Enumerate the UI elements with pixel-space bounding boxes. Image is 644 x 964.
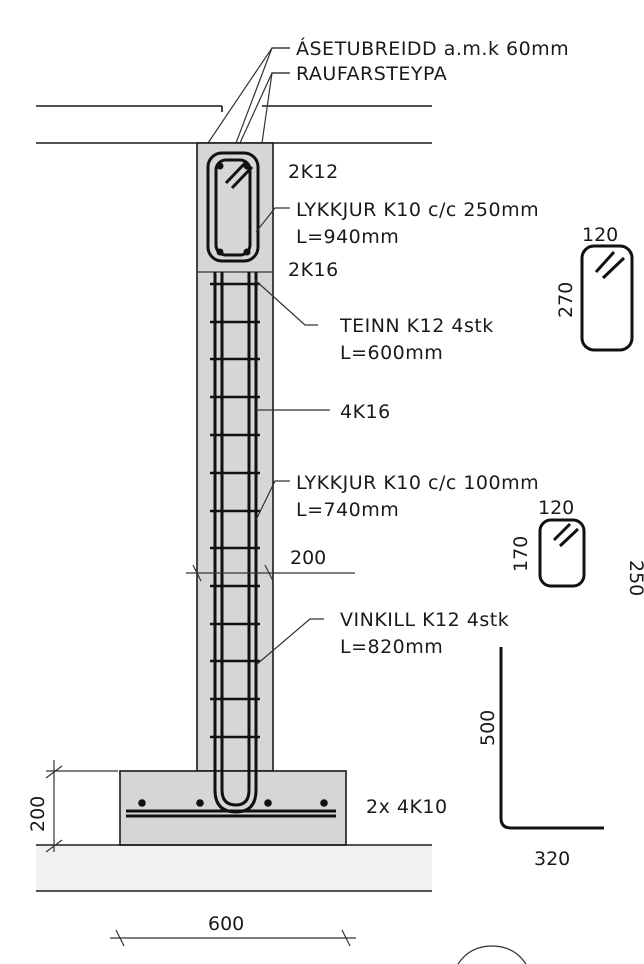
detail-marker	[457, 945, 527, 964]
label-footing-bars: 2x 4K10	[366, 796, 448, 818]
dim-footing-height: 200	[27, 796, 49, 832]
slab	[36, 105, 432, 144]
footing-height-dim	[45, 760, 118, 853]
label-raufarsteypa: RAUFARSTEYPA	[296, 63, 447, 85]
dim-stirrup-mid-h: 170	[510, 536, 532, 572]
top-leaders	[207, 47, 290, 144]
dim-stirrup-top-h: 270	[555, 282, 577, 318]
label-lykkjur-mid-len: L=740mm	[296, 499, 399, 521]
angle-bar-detail	[499, 647, 604, 830]
dim-stirrup-top-w: 120	[582, 224, 618, 246]
dim-footing-width: 600	[208, 913, 244, 935]
top-stirrup	[206, 151, 260, 263]
dim-clipped-edge: 250	[625, 560, 644, 596]
label-lykkjur-mid: LYKKJUR K10 c/c 100mm	[296, 472, 539, 494]
label-vinkill-len: L=820mm	[340, 636, 443, 658]
footing-width-dim	[110, 929, 356, 947]
stirrup-detail-top	[580, 244, 634, 352]
right-leaders	[254, 207, 330, 666]
stirrup-ticks	[210, 282, 260, 739]
label-teinn: TEINN K12 4stk	[339, 315, 494, 337]
dim-stirrup-mid-w: 120	[538, 497, 574, 519]
wall-width-dim	[186, 564, 355, 582]
footing	[119, 770, 347, 846]
dim-angle-h: 500	[477, 710, 499, 746]
label-vinkill: VINKILL K12 4stk	[340, 609, 509, 631]
dim-angle-w: 320	[534, 848, 570, 870]
stirrup-detail-mid	[538, 518, 586, 588]
label-2k16: 2K16	[288, 259, 339, 281]
label-teinn-len: L=600mm	[340, 342, 443, 364]
label-lykkjur-top-len: L=940mm	[296, 226, 399, 248]
dim-wall-width: 200	[290, 547, 326, 569]
label-asetubreidd: ÁSETUBREIDD a.m.k 60mm	[296, 37, 569, 60]
label-4k16: 4K16	[340, 401, 391, 423]
label-lykkjur-top: LYKKJUR K10 c/c 250mm	[296, 199, 539, 221]
label-top-bars: 2K12	[288, 161, 339, 183]
wall-body	[196, 142, 274, 772]
ground	[36, 844, 432, 892]
footing-bars	[126, 799, 336, 818]
